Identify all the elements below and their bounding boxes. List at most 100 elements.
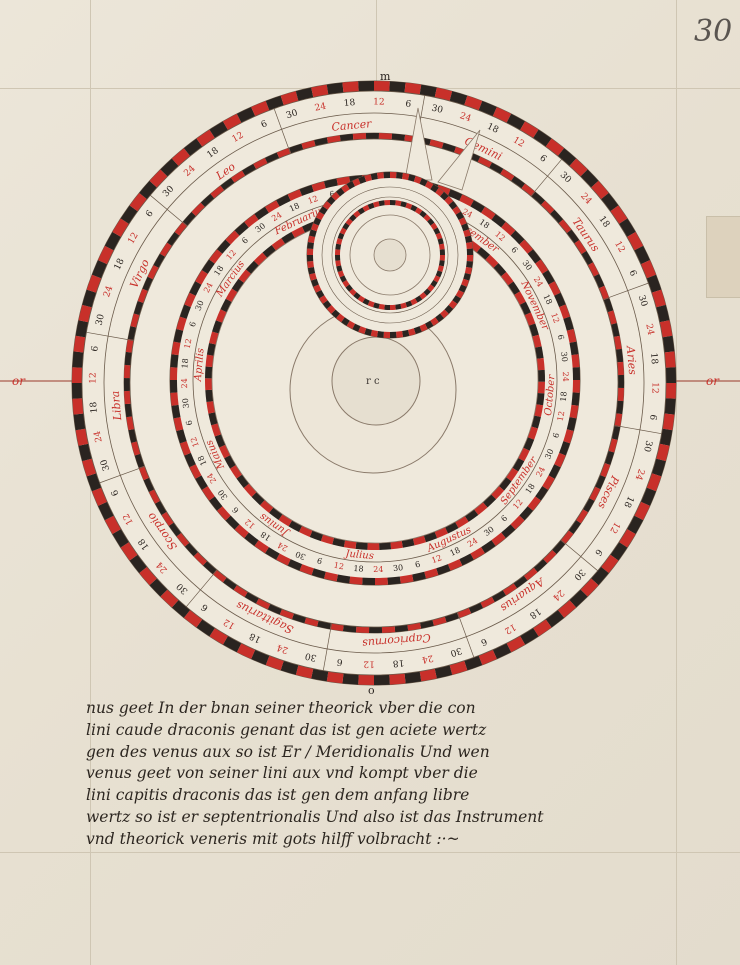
inner-checker-band xyxy=(174,221,188,236)
sign-divider xyxy=(457,612,475,658)
text-line: venus geet von seiner lini aux vnd kompt… xyxy=(86,764,478,783)
outer-checker-band xyxy=(389,81,406,93)
epicycle-band xyxy=(311,278,319,287)
month-checker-band xyxy=(387,576,401,585)
epicycle-inner-band xyxy=(337,270,345,278)
epicycle-inner-band xyxy=(415,295,423,303)
inner-checker-band xyxy=(220,177,235,191)
outer-checker-band xyxy=(183,609,203,628)
epicycle-inner-band xyxy=(378,200,385,207)
month-checker-band xyxy=(217,239,231,254)
right-label: or xyxy=(706,374,720,388)
month-inner-band xyxy=(493,263,507,277)
month-inner-band xyxy=(379,542,392,550)
epicycle-band xyxy=(390,172,397,179)
month-inner-band xyxy=(332,537,346,548)
epicycle-band xyxy=(452,206,461,215)
month-checker-band xyxy=(276,553,291,566)
outer-checker-band xyxy=(98,245,114,265)
epicycle-inner-band xyxy=(335,255,341,261)
inner-checker-band xyxy=(489,162,504,175)
month-checker-band xyxy=(559,441,570,456)
inner-checker-band xyxy=(244,591,259,604)
month-degree-mark: 6 xyxy=(316,556,324,566)
degree-mark: 6 xyxy=(626,269,638,278)
month-checker-band xyxy=(572,367,580,380)
outer-checker-band xyxy=(478,649,497,665)
inner-checker-band xyxy=(124,364,131,379)
inner-checker-band xyxy=(510,176,525,189)
epicycle-inner-band xyxy=(353,210,361,218)
epicycle-inner-band xyxy=(353,292,361,300)
text-line: wertz so ist er septentrionalis Und also… xyxy=(86,807,544,826)
month-checker-band xyxy=(244,532,259,546)
inner-checker-band xyxy=(599,463,611,478)
epicycle-band xyxy=(341,184,350,193)
month-inner-band xyxy=(534,404,544,418)
inner-checker-band xyxy=(575,509,588,524)
month-inner-band xyxy=(298,525,313,537)
month-checker-band xyxy=(184,292,196,308)
inner-checker-band xyxy=(124,378,131,392)
zodiac-label: Libra xyxy=(109,390,125,422)
degree-mark: 30 xyxy=(449,645,463,658)
month-inner-band xyxy=(271,238,286,251)
inner-checker-band xyxy=(477,156,492,168)
month-inner-band xyxy=(224,455,236,469)
outer-checker-band xyxy=(618,218,636,237)
sign-divider xyxy=(273,108,291,154)
degree-mark: 30 xyxy=(99,458,112,472)
month-checker-band xyxy=(287,189,303,201)
sign-divider xyxy=(150,195,188,227)
epicycle-band xyxy=(444,196,454,205)
inner-checker-band xyxy=(603,298,614,313)
ruling-line xyxy=(376,0,377,90)
outer-checker-band xyxy=(626,515,644,534)
month-inner-band xyxy=(245,260,259,274)
outer-checker-band xyxy=(590,180,609,200)
month-checker-band xyxy=(447,559,463,571)
epicycle-band xyxy=(358,176,367,184)
month-checker-band xyxy=(195,270,208,285)
epicycle-inner-band xyxy=(415,207,423,215)
epicycle-band xyxy=(419,178,428,187)
month-checker-band xyxy=(554,452,566,468)
month-checker-band xyxy=(491,214,506,228)
month-inner-band xyxy=(236,474,250,488)
inner-checker-band xyxy=(267,603,283,615)
epicycle-band xyxy=(435,313,444,323)
month-checker-band xyxy=(548,281,561,296)
epicycle-band xyxy=(313,217,322,226)
month-inner-band xyxy=(519,301,531,316)
degree-mark: 30 xyxy=(285,108,299,121)
outer-checker-band xyxy=(419,668,437,682)
month-inner-band xyxy=(464,509,479,522)
outer-checker-band xyxy=(98,501,114,521)
outer-checker-band xyxy=(389,673,406,685)
month-degree-mark: 12 xyxy=(556,410,567,422)
inner-checker-band xyxy=(491,590,506,602)
month-inner-band xyxy=(491,486,505,500)
outer-checker-band xyxy=(662,413,675,431)
inner-checker-band xyxy=(168,522,182,537)
degree-mark: 18 xyxy=(113,257,127,272)
epicycle-inner-band xyxy=(335,243,342,250)
inner-checker-band xyxy=(292,613,307,624)
epicycle-inner-band xyxy=(339,227,347,235)
inner-checker-band xyxy=(355,626,370,633)
zodiac-label: Capricornus xyxy=(361,631,431,650)
epicycle-band xyxy=(466,248,473,255)
degree-mark: 12 xyxy=(503,621,518,635)
inner-checker-band xyxy=(279,608,294,620)
outer-checker-band xyxy=(664,351,676,368)
epicycle-band xyxy=(461,278,469,287)
outer-checker-band xyxy=(183,138,203,157)
month-checker-band xyxy=(189,464,202,479)
epicycle-inner-band xyxy=(367,202,375,210)
outer-checker-band xyxy=(640,487,656,506)
degree-mark: 24 xyxy=(421,652,434,664)
outer-checker-band xyxy=(171,599,191,618)
epicycle-band xyxy=(407,328,416,336)
month-checker-band xyxy=(571,354,580,368)
degree-mark: 6 xyxy=(479,635,488,647)
